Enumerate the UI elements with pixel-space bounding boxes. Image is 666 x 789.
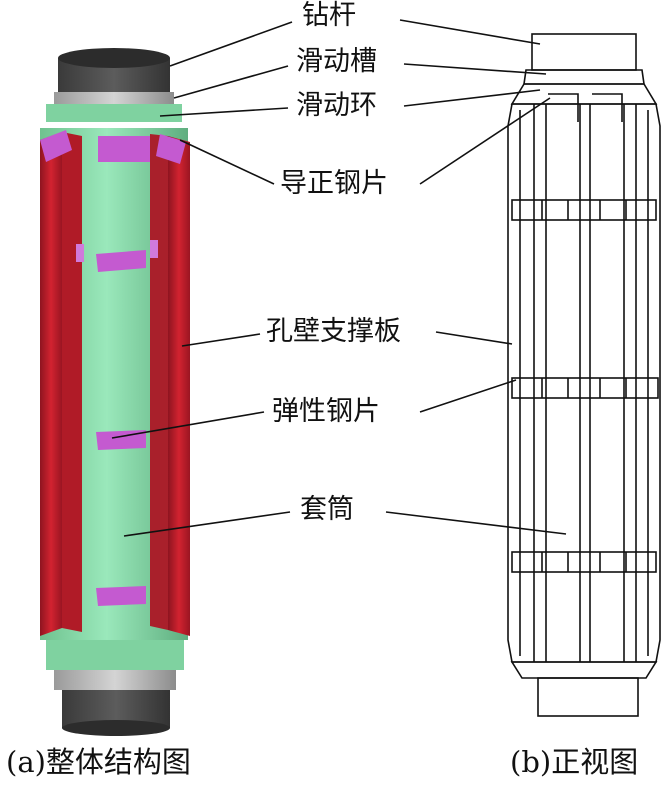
front-ring-top xyxy=(510,83,658,105)
front-groove-top xyxy=(523,69,645,85)
label-drill-rod: 钻杆 xyxy=(302,0,356,31)
front-body-outline xyxy=(507,103,661,663)
label-elastic-steel-plate: 弹性钢片 xyxy=(272,396,380,427)
drill-rod-bottom-face xyxy=(62,720,170,736)
front-view-wireframe xyxy=(507,33,661,717)
wall-support-plate-right xyxy=(168,136,190,636)
front-band-3 xyxy=(511,551,657,573)
front-band-2 xyxy=(511,377,659,399)
leader-groove-left xyxy=(173,65,289,99)
front-plate-right-channel xyxy=(623,104,637,662)
drill-rod-top-face xyxy=(58,48,170,68)
leader-guide-left xyxy=(179,139,275,185)
wall-support-plate-left xyxy=(40,132,62,636)
elastic-steel-plate-3 xyxy=(96,586,146,606)
front-guide-bracket xyxy=(548,93,623,122)
leader-drill-rod-left xyxy=(169,21,293,67)
leader-sleeve-left xyxy=(123,511,291,537)
wall-support-plate-right-inner xyxy=(150,134,168,630)
front-band-1 xyxy=(511,199,657,221)
front-plate-left-channel xyxy=(533,104,547,662)
leader-guide-right xyxy=(419,97,551,185)
leader-lines xyxy=(111,19,567,537)
label-sleeve: 套筒 xyxy=(300,494,354,525)
elastic-plate-marker-l1 xyxy=(76,244,84,262)
leader-ring-left xyxy=(159,107,289,117)
leader-ring-right xyxy=(403,89,541,107)
leader-drill-rod-right xyxy=(399,19,541,45)
sliding-ring-bottom xyxy=(46,640,184,670)
guide-steel-plate-left xyxy=(40,130,72,162)
caption-front-view: (b)正视图 xyxy=(510,745,639,779)
front-band-3-ticks xyxy=(541,552,627,572)
front-rod-top xyxy=(531,33,637,71)
elastic-plate-marker-r1 xyxy=(150,240,158,258)
guide-steel-plate-center xyxy=(98,136,150,162)
sliding-groove-top xyxy=(54,92,174,106)
guide-steel-plate-right xyxy=(156,134,186,164)
label-guide-steel-plate: 导正钢片 xyxy=(280,168,388,199)
label-wall-support-plate: 孔壁支撑板 xyxy=(266,316,401,347)
front-band-2-ticks xyxy=(541,378,627,398)
label-sliding-groove: 滑动槽 xyxy=(296,46,377,77)
sliding-groove-bottom xyxy=(54,670,176,690)
wall-support-plate-left-inner xyxy=(62,132,82,632)
elastic-steel-plate-1 xyxy=(96,250,146,272)
leader-groove-right xyxy=(403,63,547,75)
front-ring-bottom xyxy=(510,661,658,679)
front-plate-center-channel xyxy=(579,104,591,662)
leader-sleeve-right xyxy=(385,511,567,535)
front-band-1-ticks xyxy=(541,200,627,220)
caption-overall-structure: (a)整体结构图 xyxy=(6,745,191,779)
label-sliding-ring: 滑动环 xyxy=(296,90,377,121)
leader-support-left xyxy=(181,333,261,347)
sliding-ring-top xyxy=(46,104,182,122)
leader-elastic-left xyxy=(111,411,265,439)
structure-3d-view xyxy=(40,48,190,736)
leader-elastic-right xyxy=(419,379,517,413)
front-rod-bottom xyxy=(537,677,639,717)
leader-support-right xyxy=(435,331,513,345)
